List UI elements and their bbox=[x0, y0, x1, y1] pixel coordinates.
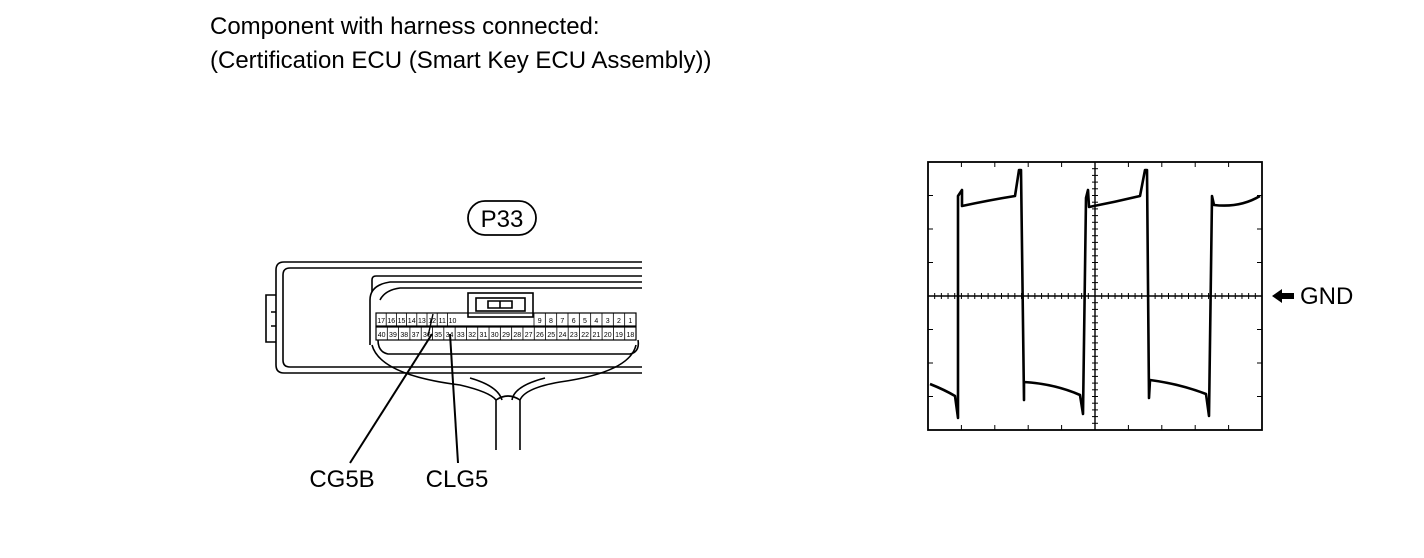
pin-label: 34 bbox=[446, 332, 454, 339]
pin-label: 37 bbox=[412, 332, 420, 339]
pin-label: 40 bbox=[378, 332, 386, 339]
pin-label: 30 bbox=[491, 332, 499, 339]
terminal-label-clg5: CLG5 bbox=[426, 466, 489, 493]
terminal-label-cg5b: CG5B bbox=[309, 466, 374, 493]
pin-label: 36 bbox=[423, 332, 431, 339]
connector-id-badge: P33 bbox=[467, 200, 537, 236]
pin-label: 23 bbox=[570, 332, 578, 339]
pin-label: 31 bbox=[479, 332, 487, 339]
pin-label: 33 bbox=[457, 332, 465, 339]
oscilloscope-screen bbox=[927, 161, 1263, 431]
ground-label: GND bbox=[1300, 283, 1353, 310]
pin-label: 39 bbox=[389, 332, 397, 339]
pin-label: 12 bbox=[428, 318, 436, 325]
waveform-trace bbox=[929, 168, 1261, 420]
pin-label: 18 bbox=[626, 332, 634, 339]
pin-label: 20 bbox=[604, 332, 612, 339]
pin-label: 24 bbox=[559, 332, 567, 339]
pin-label: 38 bbox=[400, 332, 408, 339]
pin-label: 13 bbox=[418, 318, 426, 325]
connector-id-label: P33 bbox=[481, 206, 524, 233]
pin-label: 8 bbox=[549, 318, 553, 325]
pin-label: 15 bbox=[398, 318, 406, 325]
pin-label: 28 bbox=[513, 332, 521, 339]
pin-label: 2 bbox=[617, 318, 621, 325]
ground-marker: GND bbox=[1272, 283, 1353, 310]
pin-label: 27 bbox=[525, 332, 533, 339]
pin-label: 26 bbox=[536, 332, 544, 339]
left-arrow-icon bbox=[1272, 289, 1294, 303]
connector-pin-grid bbox=[375, 313, 626, 340]
pin-label: 35 bbox=[434, 332, 442, 339]
pin-label: 7 bbox=[560, 318, 564, 325]
pin-label: 4 bbox=[594, 318, 598, 325]
pin-label: 21 bbox=[593, 332, 601, 339]
pin-label: 10 bbox=[449, 318, 457, 325]
pin-label: 3 bbox=[606, 318, 610, 325]
caption-line-1: Component with harness connected: bbox=[210, 13, 600, 40]
pin-label: 32 bbox=[468, 332, 476, 339]
pin-label: 9 bbox=[538, 318, 542, 325]
connector-drawing bbox=[265, 261, 642, 464]
pin-label: 17 bbox=[377, 318, 385, 325]
caption-line-2: (Certification ECU (Smart Key ECU Assemb… bbox=[210, 47, 712, 74]
pin-label: 16 bbox=[387, 318, 395, 325]
pin-label: 14 bbox=[408, 318, 416, 325]
pin-label: 29 bbox=[502, 332, 510, 339]
pin-label: 22 bbox=[581, 332, 589, 339]
pin-label: 6 bbox=[572, 318, 576, 325]
pin-label: 1 bbox=[628, 318, 632, 325]
pin-label: 19 bbox=[615, 332, 623, 339]
pin-label: 5 bbox=[583, 318, 587, 325]
pin-label: 25 bbox=[547, 332, 555, 339]
pin-label: 11 bbox=[439, 318, 446, 325]
